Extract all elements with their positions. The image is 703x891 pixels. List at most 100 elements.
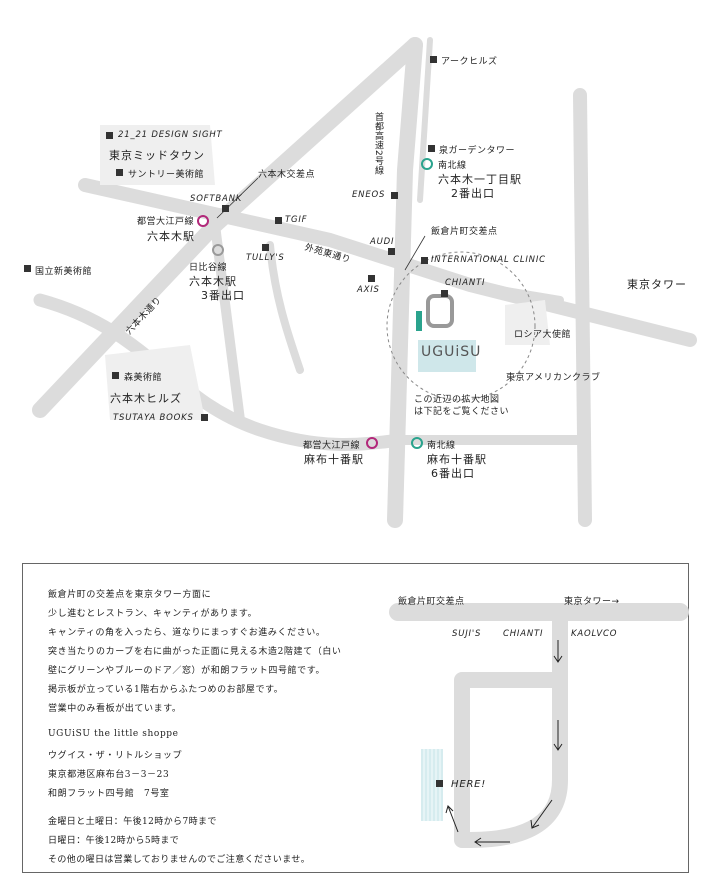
directions-line-3: キャンティの角を入ったら、道なりにまっすぐお進みください。 [48,628,326,638]
shop-building-shape [426,294,454,328]
detail-here-label: HERE! [451,779,487,790]
nanboku-azabu-exit: 6番出口 [431,467,475,480]
detail-branch-road [454,604,568,848]
suntory-marker [116,169,123,176]
building-shapes [100,125,550,420]
shop-logo: UGUiSU [421,344,482,360]
tokyo-tower-label: 東京タワー [627,278,687,291]
iikura-intersection-label: 飯倉片町交差点 [431,227,498,237]
detail-arrows [445,640,563,847]
hours-line-2: 日曜日：午後12時から5時まで [48,836,180,846]
softbank-marker [222,205,229,212]
tullys-marker [262,244,269,251]
audi-label: AUDI [370,237,395,247]
chianti-label: CHIANTI [445,278,486,288]
clinic-label: INTERNATIONAL CLINIC [431,255,546,265]
road-shuto [387,37,423,528]
izumi-label: 泉ガーデンタワー [439,146,516,156]
road-right-vertical [573,88,592,527]
detail-tokyo-tower-label: 東京タワー→ [564,597,620,607]
shop-logo-box [418,340,476,372]
mori-marker [112,372,119,379]
shop-kana: ウグイス・ザ・リトルショップ [48,751,183,761]
oedo-roppongi-station-icon [197,215,209,227]
nanboku-azabu-line: 南北線 [427,441,456,451]
oedo-azabu-station: 麻布十番駅 [304,453,364,466]
directions-line-2: 少し進むとレストラン、キャンティがあります。 [48,609,258,619]
note-line-2: は下記をご覧ください [414,407,510,417]
note-line-1: この近辺の拡大地図 [414,395,500,405]
axis-label: AXIS [357,285,380,295]
eneos-marker [391,192,398,199]
ark-hills-label: アークヒルズ [441,57,498,67]
nanboku-azabu-icon [411,437,423,449]
nanboku-1chome-exit: 2番出口 [451,187,495,200]
axis-marker [368,275,375,282]
audi-marker [388,248,395,255]
oedo-azabu-line: 都営大江戸線 [303,441,361,451]
tgif-label: TGIF [285,215,308,225]
directions-line-5: 壁にグリーンやブルーのドア／窓）が和朗フラット四号館です。 [48,666,326,676]
address: 東京都港区麻布台3－3－23 [48,770,170,780]
midtown-shape [100,125,215,185]
oedo-roppongi-station: 六本木駅 [147,230,195,243]
ark-hills-marker [430,56,437,63]
road-left-branch [210,220,245,425]
detail-kaolvco-label: KAOLVCO [571,629,618,639]
roppongi-intersection-label: 六本木交差点 [258,170,316,180]
embassy-shape [505,300,550,345]
road-top-left [417,37,433,203]
building: 和朗フラット四号館 7号室 [48,789,170,799]
oedo-roppongi-line: 都営大江戸線 [137,217,195,227]
detail-chianti-label: CHIANTI [503,629,544,639]
hibiya-line: 日比谷線 [189,263,228,273]
hours-line-1: 金曜日と土曜日：午後12時から7時まで [48,817,217,827]
leader-iikura [404,235,426,271]
detail-iikura-label: 飯倉片町交差点 [398,597,465,607]
izumi-marker [428,145,435,152]
hours-line-3: その他の曜日は営業しておりませんのでご注意くださいませ。 [48,855,311,865]
directions-line-1: 飯倉片町の交差点を東京タワー方面に [48,590,212,600]
national-art-label: 国立新美術館 [35,267,93,277]
oedo-azabu-station-icon [366,437,378,449]
midtown-label: 東京ミッドタウン [109,149,205,162]
mori-label: 森美術館 [124,373,163,383]
directions-line-4: 突き当たりのカーブを右に曲がった正面に見える木造2階建て（白い [48,647,342,657]
tsutaya-marker [201,414,208,421]
detail-sujis-label: SUJI'S [452,629,482,639]
design-sight-label: 21_21 DESIGN SIGHT [118,130,223,140]
road-network [32,37,697,528]
softbank-label: SOFTBANK [190,194,243,204]
hibiya-station: 六本木駅 [189,275,237,288]
tullys-label: TULLY'S [246,253,285,263]
road-azabu [33,293,407,451]
tsutaya-label: TSUTAYA BOOKS [113,413,194,423]
hills-label: 六本木ヒルズ [110,392,182,405]
road-tokyo-tower [466,281,564,304]
eneos-label: ENEOS [352,190,386,200]
info-box: 飯倉片町の交差点を東京タワー方面に 少し進むとレストラン、キャンティがあります。… [22,563,689,873]
tgif-marker [275,217,282,224]
suntory-label: サントリー美術館 [128,170,205,180]
design-sight-marker [106,132,113,139]
russia-embassy-label: ロシア大使館 [514,330,572,340]
nanboku-azabu-station: 麻布十番駅 [427,453,487,466]
hibiya-station-icon [212,244,224,256]
shop-name: UGUiSU the little shoppe [48,729,179,739]
nanboku-1chome-station: 六本木一丁目駅 [438,173,522,186]
shop-teal-door [416,311,422,331]
nanboku-1chome-icon [421,158,433,170]
hills-shape [105,345,205,420]
american-club-label: 東京アメリカンクラブ [506,373,601,383]
zoom-circle [386,251,536,401]
national-art-marker [24,265,31,272]
chianti-marker [441,290,448,297]
shuto-label: 首都高速2号線 [373,112,383,176]
road-small-1 [266,241,304,374]
detail-here-marker [436,780,443,787]
clinic-marker [421,257,428,264]
nanboku-1chome-line: 南北線 [438,161,467,171]
directions-line-7: 営業中のみ看板が出ています。 [48,704,182,714]
